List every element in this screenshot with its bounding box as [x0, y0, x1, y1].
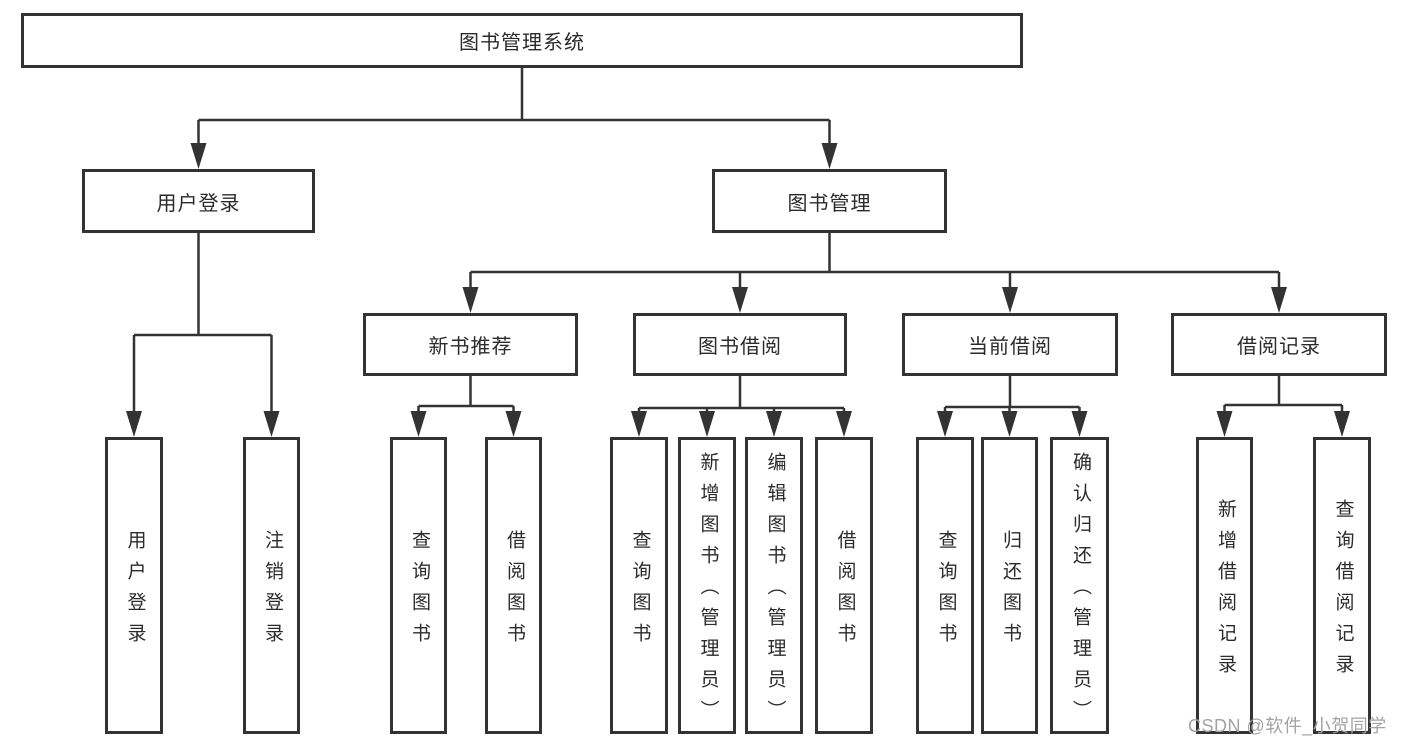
node-label: 借阅记录: [1237, 336, 1321, 358]
node-label: 借阅图书: [834, 529, 856, 654]
arrowheads-leaves: [126, 411, 1350, 437]
node-label: 当前借阅: [968, 336, 1052, 358]
node-label: 图书借阅: [698, 336, 782, 358]
leaf-query-books-current: 查询图书: [916, 437, 974, 734]
leaf-user-login: 用户登录: [105, 437, 163, 734]
node-book-borrowing: 图书借阅: [633, 313, 847, 376]
node-label: 用户登录: [124, 529, 146, 654]
arrowheads-level2: [190, 143, 838, 169]
node-label: 查询图书: [629, 529, 651, 654]
node-book-management: 图书管理: [712, 169, 947, 233]
connector-newrec-to-leaves: [417, 376, 515, 414]
node-label: 编辑图书（管理员）: [764, 452, 786, 731]
connector-mgmt-to-level3: [469, 233, 1281, 290]
connector-login-to-leaves: [132, 233, 273, 414]
node-borrowing-records: 借阅记录: [1171, 313, 1387, 376]
node-label: 新增借阅记录: [1214, 498, 1236, 685]
node-label: 新书推荐: [428, 336, 513, 358]
leaf-add-books-admin: 新增图书（管理员）: [678, 437, 736, 734]
node-label: 用户登录: [156, 192, 241, 215]
leaf-borrow-books-newrec: 借阅图书: [485, 437, 542, 734]
leaf-edit-books-admin: 编辑图书（管理员）: [745, 437, 803, 734]
leaf-borrow-books-borrowing: 借阅图书: [815, 437, 873, 734]
node-label: 新增图书（管理员）: [697, 452, 719, 731]
leaf-query-borrow-record: 查询借阅记录: [1313, 437, 1371, 734]
leaf-confirm-return-admin: 确认归还（管理员）: [1050, 437, 1109, 734]
node-label: 查询图书: [408, 529, 430, 654]
node-new-book-recommendation: 新书推荐: [363, 313, 578, 376]
node-label: 注销登录: [261, 529, 283, 654]
node-label: 确认归还（管理员）: [1069, 452, 1091, 731]
connector-borrow-to-leaves: [637, 376, 846, 414]
node-label: 图书管理系统: [459, 32, 585, 54]
node-label: 图书管理: [787, 192, 872, 215]
leaf-add-borrow-record: 新增借阅记录: [1196, 437, 1253, 734]
leaf-return-books: 归还图书: [981, 437, 1038, 734]
leaf-query-books-newrec: 查询图书: [390, 437, 447, 734]
csdn-watermark: CSDN @软件_小贺同学: [1188, 716, 1387, 736]
connector-root-to-level2: [197, 68, 831, 146]
node-label: 查询借阅记录: [1332, 498, 1354, 685]
leaf-query-books-borrowing: 查询图书: [610, 437, 668, 734]
node-current-borrowing: 当前借阅: [902, 313, 1118, 376]
arrowheads-level3: [462, 287, 1287, 313]
node-user-login: 用户登录: [82, 169, 315, 233]
node-label: 查询图书: [935, 529, 957, 654]
connector-current-to-leaves: [943, 376, 1081, 414]
node-label: 归还图书: [999, 529, 1021, 654]
node-label: 借阅图书: [503, 529, 525, 654]
node-library-management-system: 图书管理系统: [21, 13, 1023, 68]
leaf-logout: 注销登录: [243, 437, 300, 734]
connector-record-to-leaves: [1223, 376, 1344, 414]
